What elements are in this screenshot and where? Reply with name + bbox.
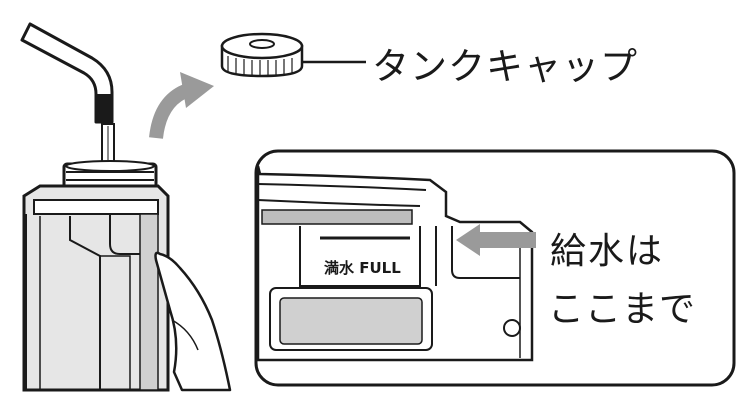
hose-pipe bbox=[20, 22, 114, 124]
water-stream bbox=[101, 123, 115, 165]
detail-tank-top bbox=[256, 165, 534, 362]
hand bbox=[154, 251, 232, 392]
remove-cap-arrow bbox=[149, 72, 214, 139]
fill-instruction-line2: ここまで bbox=[548, 289, 697, 330]
tank-cap-icon bbox=[220, 32, 304, 78]
full-mark-label: 満水 FULL bbox=[324, 259, 401, 277]
tank-cap-label: タンクキャップ bbox=[372, 45, 638, 88]
fill-line-arrow bbox=[456, 224, 536, 256]
fill-instruction-line1: 給水は bbox=[550, 231, 665, 272]
tank-body bbox=[22, 184, 170, 392]
